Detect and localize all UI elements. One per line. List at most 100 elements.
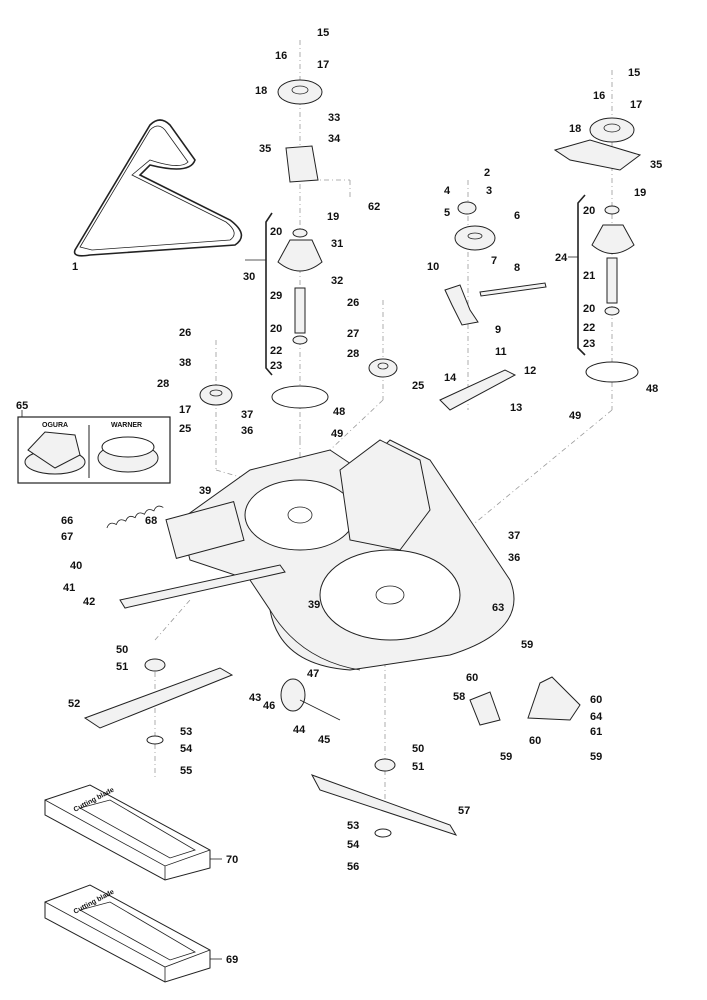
- callout: 10: [427, 261, 439, 273]
- callout: 64: [590, 711, 603, 723]
- callout: 35: [650, 159, 662, 171]
- callout: 29: [270, 290, 282, 302]
- callout: 48: [646, 383, 658, 395]
- callout: 58: [453, 691, 465, 703]
- callout: 28: [347, 348, 359, 360]
- blade-box-69: [44, 884, 211, 983]
- callout: 39: [308, 599, 320, 611]
- callout: 51: [116, 661, 128, 673]
- brackets: [285, 139, 642, 411]
- callout: 52: [68, 698, 80, 710]
- mower-deck: [179, 439, 515, 671]
- gauge-wheel: [280, 678, 341, 721]
- callout: 7: [491, 255, 497, 267]
- callout: 5: [444, 207, 450, 219]
- callout: 4: [444, 185, 451, 197]
- callout: 24: [555, 252, 568, 264]
- callout: 20: [583, 205, 595, 217]
- callout: 18: [255, 85, 267, 97]
- spindles: [271, 205, 639, 409]
- callout: 44: [293, 724, 306, 736]
- callout: 12: [524, 365, 536, 377]
- callout: 62: [368, 201, 380, 213]
- group-30-bracket: [265, 212, 273, 376]
- callout: 23: [583, 338, 595, 350]
- callout: 63: [492, 602, 504, 614]
- callout: 55: [180, 765, 192, 777]
- drive-belt: [73, 119, 243, 257]
- callout: 51: [412, 761, 424, 773]
- callout: 3: [486, 185, 492, 197]
- callout: 16: [593, 90, 605, 102]
- callout: 34: [328, 133, 341, 145]
- group-24-bracket: [577, 194, 586, 356]
- callout: 8: [514, 262, 520, 274]
- callout: 59: [521, 639, 533, 651]
- callout: 17: [179, 404, 191, 416]
- callout: 19: [327, 211, 339, 223]
- callout: 39: [199, 485, 211, 497]
- callout: 36: [241, 425, 253, 437]
- callout: 23: [270, 360, 282, 372]
- callout: 68: [145, 515, 157, 527]
- callout: 49: [569, 410, 581, 422]
- callout: 18: [569, 123, 581, 135]
- callout: 14: [444, 372, 457, 384]
- tow-bar: [119, 501, 286, 609]
- callout: 32: [331, 275, 343, 287]
- callout: 38: [179, 357, 191, 369]
- callout: 43: [249, 692, 261, 704]
- callout: 59: [590, 751, 602, 763]
- callout: 22: [270, 345, 282, 357]
- callout: 19: [634, 187, 646, 199]
- inset-left-label: OGURA: [42, 422, 68, 429]
- callout: 30: [243, 271, 255, 283]
- callout: 40: [70, 560, 82, 572]
- leader-lines: [21, 256, 578, 960]
- callout: 50: [116, 644, 128, 656]
- callout: 42: [83, 596, 95, 608]
- callout: 27: [347, 328, 359, 340]
- callout-box-70: 70: [226, 854, 238, 866]
- inset-right-label: WARNER: [111, 422, 142, 429]
- callout: 60: [590, 694, 602, 706]
- callout-inset: 65: [16, 400, 28, 412]
- callout: 35: [259, 143, 271, 155]
- cutting-blades: [83, 658, 458, 838]
- callout: 57: [458, 805, 470, 817]
- callout: 46: [263, 700, 275, 712]
- callout: 67: [61, 531, 73, 543]
- callout-box-69: 69: [226, 954, 238, 966]
- callout: 28: [157, 378, 169, 390]
- blade-guards: [469, 676, 581, 726]
- callout: 20: [270, 226, 282, 238]
- callout: 20: [583, 303, 595, 315]
- callout: 53: [180, 726, 192, 738]
- callout: 31: [331, 238, 343, 250]
- clutch-inset: OGURA WARNER: [17, 416, 171, 484]
- callout: 15: [317, 27, 329, 39]
- callout: 37: [241, 409, 253, 421]
- callout: 60: [529, 735, 541, 747]
- callout: 1: [72, 261, 78, 273]
- callout: 54: [347, 839, 360, 851]
- pulleys: [199, 79, 635, 406]
- callout: 25: [412, 380, 424, 392]
- callout: 13: [510, 402, 522, 414]
- callout: 2: [484, 167, 490, 179]
- callout: 41: [63, 582, 75, 594]
- callout: 66: [61, 515, 73, 527]
- callout: 17: [630, 99, 642, 111]
- callout: 26: [347, 297, 359, 309]
- callout: 6: [514, 210, 520, 222]
- callout: 22: [583, 322, 595, 334]
- callout: 48: [333, 406, 345, 418]
- callout: 25: [179, 423, 191, 435]
- callout: 20: [270, 323, 282, 335]
- callout: 53: [347, 820, 359, 832]
- spring: [106, 505, 164, 529]
- callout: 26: [179, 327, 191, 339]
- callout: 17: [317, 59, 329, 71]
- callout: 15: [628, 67, 640, 79]
